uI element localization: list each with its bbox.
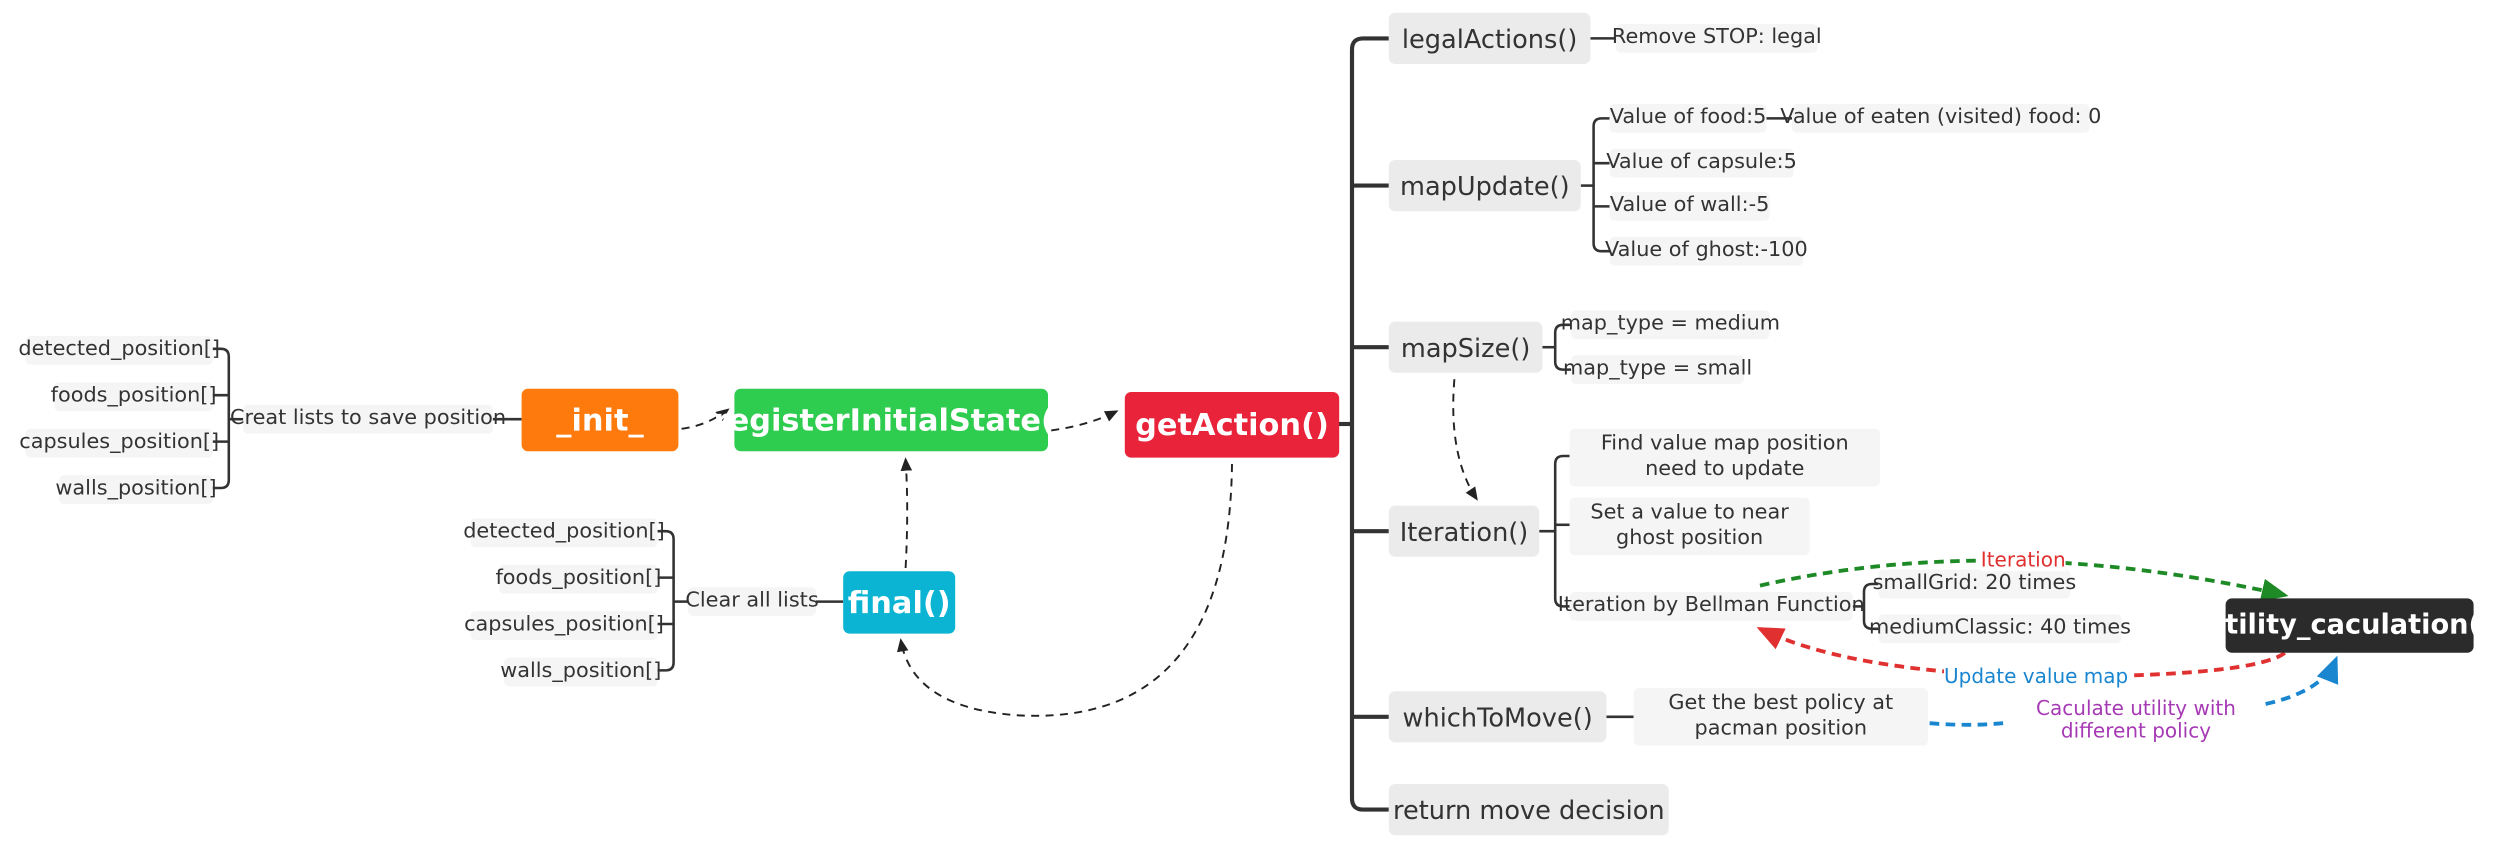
final-foods-position: foods_position[] (495, 564, 661, 594)
map-size-node[interactable]: mapSize() (1388, 321, 1543, 373)
small-grid-leaf: smallGrid: 20 times (1873, 569, 2076, 599)
final-detected-position: detected_position[] (463, 518, 665, 548)
bellman-function-leaf: Iteration by Bellman Function (1558, 592, 1865, 621)
init-detected-position: detected_position[] (18, 336, 220, 365)
update-value-map-annotation: Update value map (1944, 664, 2129, 688)
iteration-annotation: Iteration (1980, 547, 2066, 572)
map-type-small-leaf: map_type = small (1563, 355, 1752, 384)
final-branch-label: Clear all lists (685, 587, 819, 616)
map-type-medium-leaf: map_type = medium (1561, 310, 1780, 340)
find-value-map-leaf: Find value map position need to update (1569, 428, 1880, 487)
value-ghost-leaf: Value of ghost:-100 (1605, 236, 1808, 266)
remove-stop-leaf: Remove STOP: legal (1612, 24, 1822, 53)
calc-utility-annotation: Caculate utility with different policy (2036, 696, 2236, 743)
value-eaten-food-leaf: Value of eaten (visited) food: 0 (1780, 104, 2101, 133)
medium-classic-leaf: mediumClassic: 40 times (1869, 614, 2131, 644)
init-walls-position: walls_position[] (55, 475, 217, 504)
init-node[interactable]: _init_ (521, 388, 679, 452)
iteration-node[interactable]: Iteration() (1388, 505, 1540, 557)
return-move-decision-node[interactable]: return move decision (1388, 784, 1669, 836)
final-node[interactable]: final() (843, 571, 956, 634)
init-branch-label: Creat lists to save position (230, 404, 506, 434)
register-initial-state-node[interactable]: registerInitialState() (714, 388, 1069, 452)
utility-caculation-node[interactable]: utility_caculation() (2206, 598, 2493, 653)
map-update-node[interactable]: mapUpdate() (1388, 160, 1581, 212)
final-capsules-position: capsules_position[] (464, 611, 664, 640)
set-near-ghost-leaf: Set a value to near ghost position (1569, 497, 1810, 556)
best-policy-leaf: Get the best policy at pacman position (1633, 688, 1928, 746)
init-capsules-position: capsules_position[] (19, 428, 219, 458)
value-capsule-leaf: Value of capsule:5 (1606, 148, 1797, 178)
value-wall-leaf: Value of wall:-5 (1609, 192, 1770, 221)
legal-actions-node[interactable]: legalActions() (1388, 12, 1591, 65)
init-foods-position: foods_position[] (51, 382, 217, 412)
which-to-move-node[interactable]: whichToMove() (1388, 691, 1607, 743)
get-action-node[interactable]: getAction() (1124, 392, 1340, 458)
value-food-leaf: Value of food:5 (1609, 104, 1767, 133)
final-walls-position: walls_position[] (500, 657, 661, 687)
